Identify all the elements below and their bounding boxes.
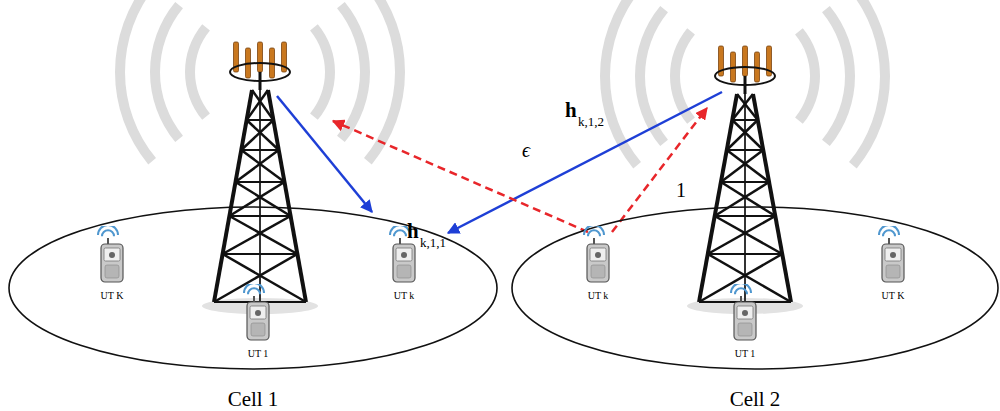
radio-wave	[310, 24, 335, 120]
tower	[687, 46, 803, 314]
user-terminal: UT 1	[241, 284, 275, 359]
phone-icon	[876, 226, 910, 284]
base-station-towers	[202, 42, 803, 314]
user-terminal: UT K	[876, 226, 910, 301]
phone-icon	[581, 226, 615, 284]
terminal-label: UT k	[581, 290, 615, 301]
radio-wave	[795, 28, 820, 124]
channel-subscript: k,1,2	[578, 115, 604, 128]
user-terminal: UT 1	[728, 284, 762, 359]
cell-label: Cell 2	[730, 389, 781, 410]
channel-arrow	[277, 96, 372, 212]
terminal-label: UT 1	[728, 348, 762, 359]
terminal-label: UT 1	[241, 348, 275, 359]
radio-wave	[364, 0, 405, 164]
user-terminal: UT K	[95, 226, 129, 301]
radio-wave	[822, 6, 855, 146]
radio-wave	[670, 28, 695, 124]
channel-symbol: h	[565, 100, 577, 121]
channel-arrows	[277, 92, 722, 233]
phone-icon	[728, 284, 762, 342]
cell-label: Cell 1	[228, 389, 279, 410]
radio-wave	[115, 0, 156, 164]
interference-arrow	[333, 121, 588, 232]
gain-label: 1	[676, 180, 686, 200]
phone-icon	[241, 284, 275, 342]
radio-wave	[849, 0, 890, 168]
radio-wave	[337, 2, 370, 142]
terminal-label: UT k	[387, 290, 421, 301]
channel-subscript: k,1,1	[420, 236, 446, 249]
channel-symbol: h	[407, 221, 419, 242]
tower	[202, 42, 318, 314]
cell-region: Cell 2 UT k UT 1 UT K	[511, 206, 999, 411]
gain-label: ϵ	[522, 140, 530, 160]
radio-waves	[115, 0, 890, 168]
user-terminal: UT k	[581, 226, 615, 301]
phone-icon	[95, 226, 129, 284]
terminal-label: UT K	[95, 290, 129, 301]
terminal-label: UT K	[876, 290, 910, 301]
radio-wave	[150, 2, 183, 142]
channel-arrow	[448, 92, 722, 233]
radio-wave	[635, 6, 668, 146]
radio-wave	[185, 24, 210, 120]
